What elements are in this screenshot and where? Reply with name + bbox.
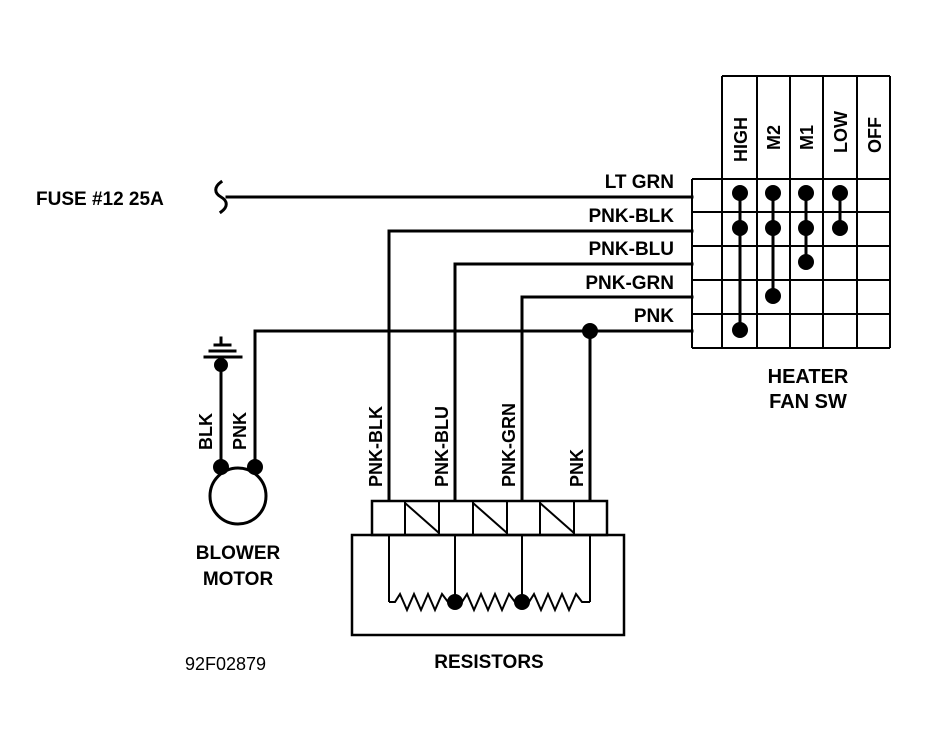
- fuse-label: FUSE #12 25A: [36, 189, 164, 210]
- contact-m1-2: [798, 220, 814, 236]
- motor-terminal-pnk: [247, 459, 263, 475]
- motor-title-line2: MOTOR: [203, 569, 274, 590]
- resistor-tap-2: [514, 594, 530, 610]
- wire-label-pnk-grn: PNK-GRN: [585, 273, 674, 294]
- switch-position-off: OFF: [865, 117, 885, 153]
- contact-low-1: [832, 185, 848, 201]
- contact-m2-1: [765, 185, 781, 201]
- contact-m2-2: [765, 220, 781, 236]
- switch-position-low: LOW: [831, 111, 851, 153]
- fuse-symbol: [214, 179, 228, 215]
- contact-high-1: [732, 185, 748, 201]
- heater-fan-switch: [691, 75, 891, 349]
- wire-pnk-main: [253, 329, 694, 469]
- switch-position-high: HIGH: [731, 117, 751, 162]
- wire-label-lt-grn: LT GRN: [605, 172, 674, 193]
- resistors-title: RESISTORS: [434, 652, 543, 673]
- contact-low-2: [832, 220, 848, 236]
- resistor-wire-label-pnk-grn: PNK-GRN: [499, 403, 519, 487]
- resistor-coil: [389, 591, 590, 613]
- switch-position-m1: M1: [797, 125, 817, 150]
- switch-title-line2: FAN SW: [769, 391, 847, 413]
- motor-title-line1: BLOWER: [196, 543, 281, 564]
- wire-pnk-blu: [453, 262, 694, 501]
- blower-motor: [208, 459, 268, 526]
- figure-id: 92F02879: [185, 654, 266, 674]
- wire-pnk-grn: [520, 295, 694, 501]
- motor-wire-label-blk: BLK: [196, 413, 216, 450]
- switch-title-line1: HEATER: [768, 366, 849, 388]
- resistor-wire-label-pnk: PNK: [567, 449, 587, 487]
- resistor-wire-label-pnk-blk: PNK-BLK: [366, 406, 386, 487]
- contact-m1-1: [798, 185, 814, 201]
- wire-label-pnk-blu: PNK-BLU: [589, 239, 675, 260]
- wire-label-pnk: PNK: [634, 306, 674, 327]
- motor-wire-label-pnk: PNK: [230, 412, 250, 450]
- switch-position-m2: M2: [764, 125, 784, 150]
- contact-m1-3: [798, 254, 814, 270]
- switch-contacts: [732, 185, 848, 338]
- resistor-wire-label-pnk-blu: PNK-BLU: [432, 406, 452, 487]
- resistor-tap-1: [447, 594, 463, 610]
- wire-pnk-blk: [387, 229, 694, 501]
- ground-symbol: [203, 336, 243, 469]
- contact-m2-4: [765, 288, 781, 304]
- contact-high-5: [732, 322, 748, 338]
- resistor-block: [350, 499, 626, 637]
- motor-terminal-blk: [213, 459, 229, 475]
- wires: [225, 195, 694, 501]
- contact-high-2: [732, 220, 748, 236]
- wire-label-pnk-blk: PNK-BLK: [589, 206, 675, 227]
- junction-pnk: [582, 323, 598, 339]
